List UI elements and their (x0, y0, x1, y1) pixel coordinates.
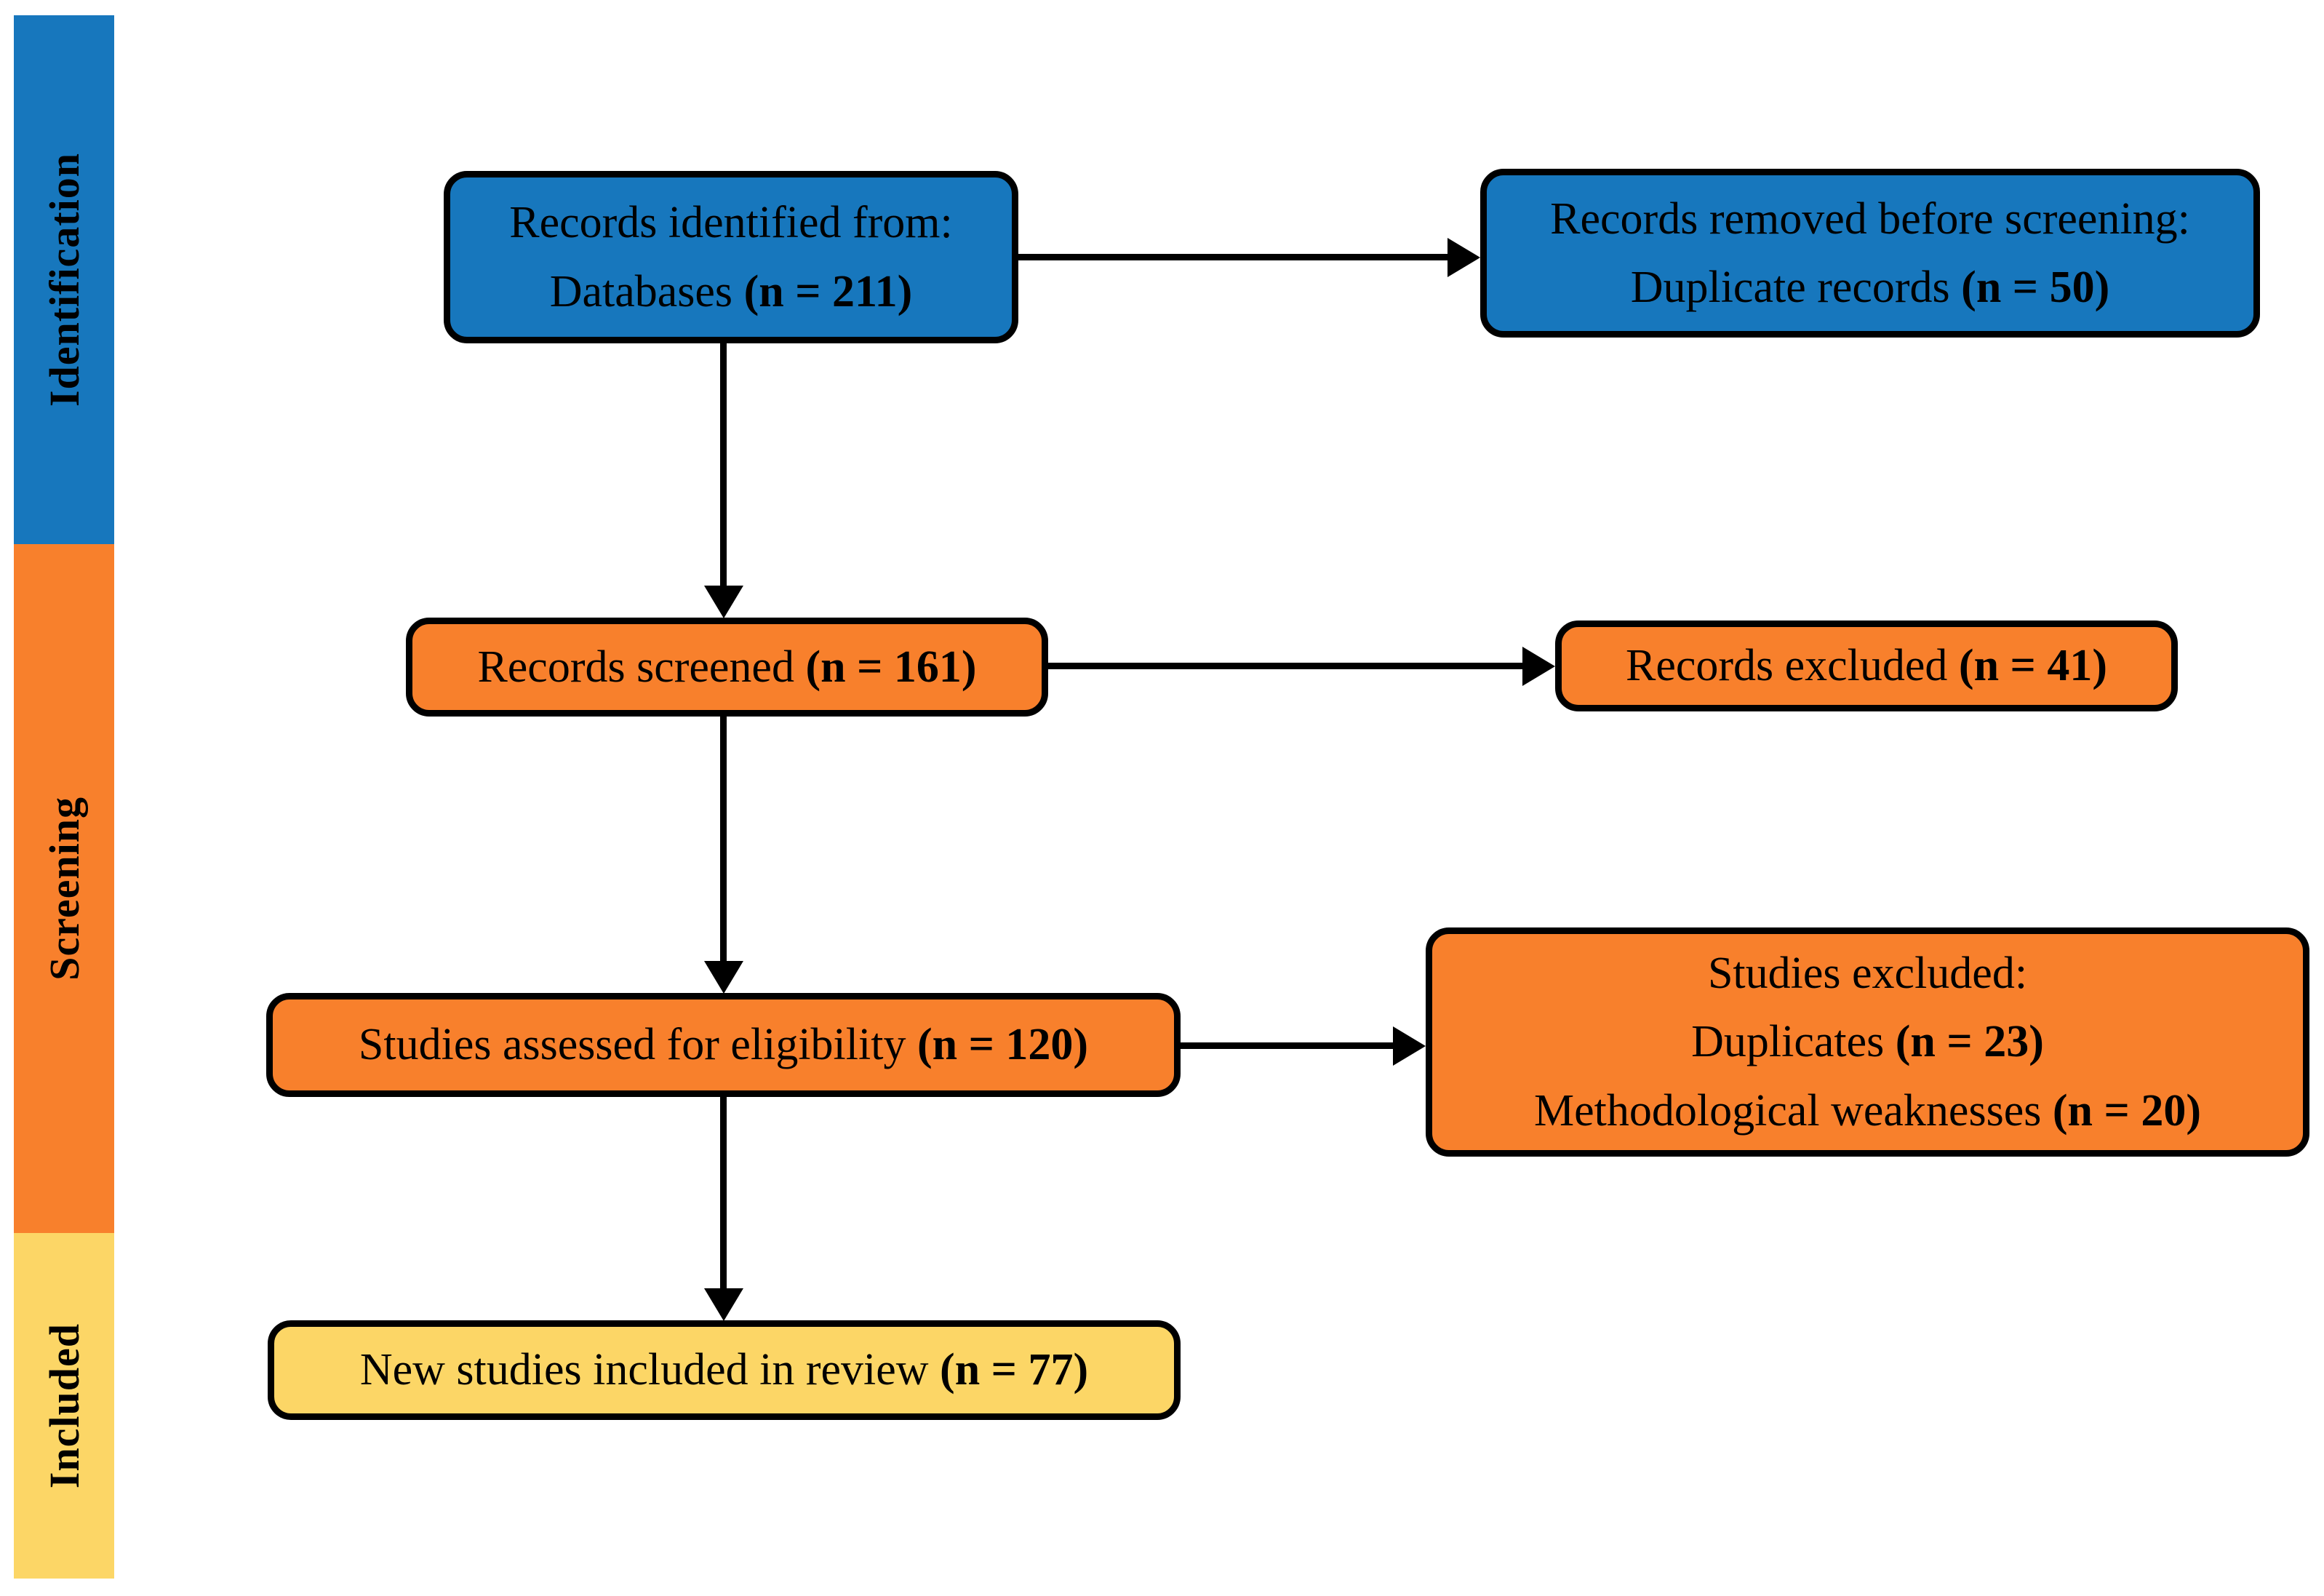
arrow-identified-to-removed-line (1017, 254, 1450, 260)
box-records-excluded: Records excluded (n = 41) (1555, 621, 2178, 711)
phase-band-included: Included (14, 1233, 114, 1579)
box-studies-excluded: Studies excluded: Duplicates (n = 23) Me… (1426, 927, 2309, 1157)
phase-band-identification: Identification (14, 15, 114, 544)
arrow-identified-to-screened-line (720, 342, 727, 589)
arrow-screened-to-excluded-head-icon (1522, 647, 1555, 686)
text-line: New studies included in review (n = 77) (359, 1345, 1089, 1395)
phase-label-included: Included (40, 1322, 88, 1489)
arrow-assessed-to-included-line (720, 1096, 727, 1290)
arrow-identified-to-screened-head-icon (704, 586, 743, 618)
arrow-assessed-to-studies-excluded-line (1179, 1042, 1395, 1049)
phase-label-identification: Identification (40, 152, 88, 407)
text-line: Methodological weaknesses (n = 20) (1534, 1085, 2201, 1136)
box-records-identified: Records identified from: Databases (n = … (444, 171, 1018, 343)
text-line: Studies excluded: (1707, 949, 2028, 999)
box-new-studies-included: New studies included in review (n = 77) (268, 1320, 1181, 1420)
text-line: Records identified from: (509, 198, 953, 248)
box-records-identified-text: Records identified from: Databases (n = … (468, 188, 994, 325)
arrow-screened-to-assessed-line (720, 716, 727, 963)
box-studies-assessed-text: Studies assessed for eligibility (n = 12… (290, 1010, 1157, 1079)
arrow-assessed-to-studies-excluded-head-icon (1393, 1026, 1426, 1066)
box-studies-assessed: Studies assessed for eligibility (n = 12… (266, 993, 1181, 1097)
box-records-excluded-text: Records excluded (n = 41) (1579, 631, 2154, 700)
arrow-screened-to-assessed-head-icon (704, 961, 743, 994)
phase-label-screening: Screening (40, 797, 88, 981)
text-line: Records removed before screening: (1550, 193, 2190, 244)
text-line: Databases (n = 211) (549, 266, 913, 316)
box-records-removed: Records removed before screening: Duplic… (1480, 169, 2260, 338)
text-line: Duplicates (n = 23) (1691, 1017, 2044, 1067)
text-line: Duplicate records (n = 50) (1630, 263, 2110, 312)
text-line: Records excluded (n = 41) (1625, 641, 2108, 691)
text-line: Studies assessed for eligibility (n = 12… (358, 1020, 1089, 1070)
box-records-screened-text: Records screened (n = 161) (430, 633, 1024, 701)
box-records-removed-text: Records removed before screening: Duplic… (1504, 185, 2236, 322)
box-records-screened: Records screened (n = 161) (406, 618, 1048, 717)
phase-band-screening: Screening (14, 544, 114, 1233)
arrow-screened-to-excluded-line (1047, 663, 1525, 669)
arrow-assessed-to-included-head-icon (704, 1288, 743, 1321)
box-new-studies-included-text: New studies included in review (n = 77) (292, 1336, 1157, 1404)
arrow-identified-to-removed-head-icon (1447, 238, 1480, 277)
text-line: Records screened (n = 161) (477, 642, 977, 692)
box-studies-excluded-text: Studies excluded: Duplicates (n = 23) Me… (1450, 939, 2285, 1145)
